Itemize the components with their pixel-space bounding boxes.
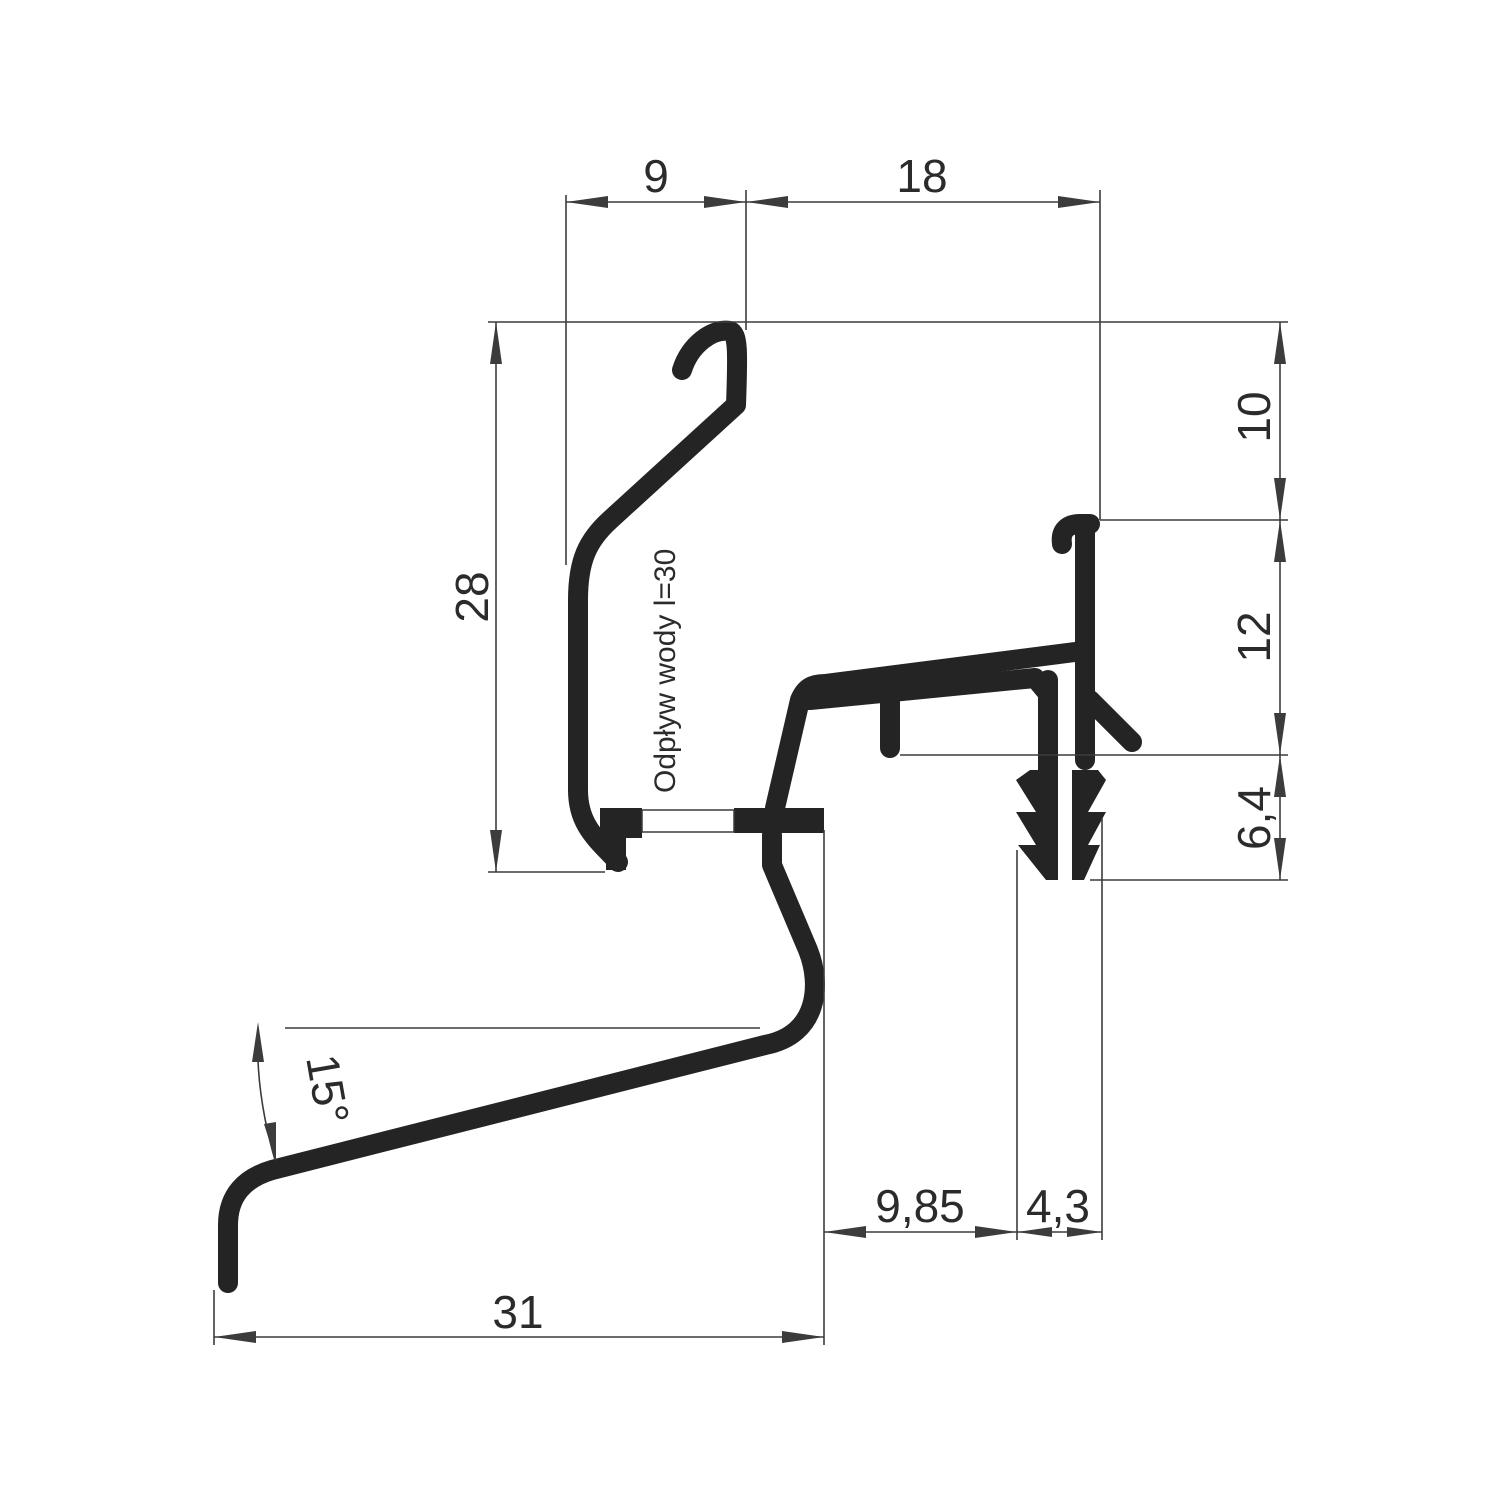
profile-top-hook xyxy=(1051,514,1100,554)
profile-chamber-leg xyxy=(606,820,626,870)
drainage-slot xyxy=(641,809,735,833)
label-9-85: 9,85 xyxy=(875,1180,965,1232)
profile-right-fin xyxy=(1080,690,1142,752)
label-drainage: Odpływ wody l=30 xyxy=(649,549,682,793)
label-28: 28 xyxy=(446,571,498,622)
profile-barb-left xyxy=(1016,770,1058,880)
label-6-4: 6,4 xyxy=(1228,786,1280,850)
dimensions xyxy=(213,190,1288,1345)
dimension-labels: 9 18 28 10 12 6,4 9,85 4,3 31 15° Odpływ… xyxy=(296,150,1280,1338)
label-18: 18 xyxy=(896,150,947,202)
label-9: 9 xyxy=(643,150,669,202)
profile-section xyxy=(218,320,1142,1293)
label-angle-15: 15° xyxy=(296,1050,359,1128)
profile-left-wall xyxy=(568,320,748,872)
label-31: 31 xyxy=(492,1286,543,1338)
label-4-3: 4,3 xyxy=(1026,1180,1090,1232)
label-10: 10 xyxy=(1228,391,1280,442)
profile-barb-right xyxy=(1072,770,1106,880)
profile-lower-leg xyxy=(218,825,825,1293)
label-12: 12 xyxy=(1228,611,1280,662)
